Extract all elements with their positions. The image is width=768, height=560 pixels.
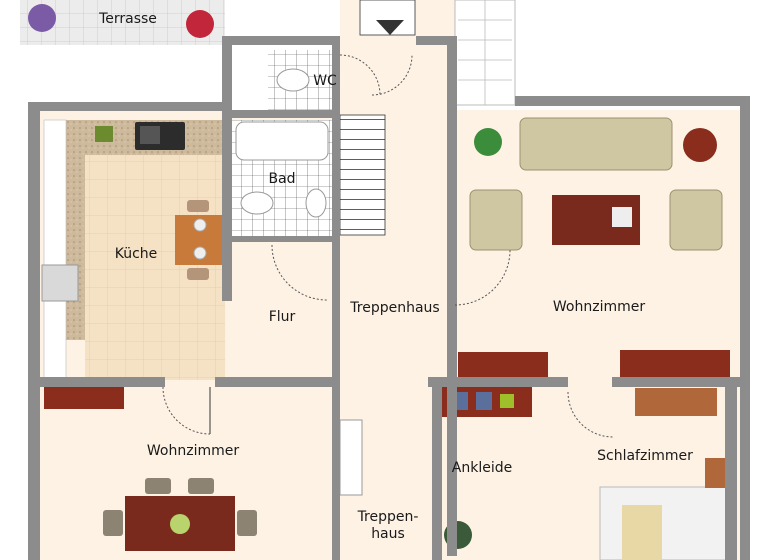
shelf [458,352,548,380]
room-label-schlafzimmer: Schlafzimmer [597,448,693,464]
door-swing [162,386,211,435]
dining-chair [237,510,257,536]
room-label-wohnzimmer-right: Wohnzimmer [553,299,645,315]
fruit-bowl [95,126,113,142]
tv-cabinet [620,350,730,380]
bathtub [235,121,329,161]
walls [28,36,750,560]
plate [193,218,207,232]
door-swing [567,391,614,438]
side-table [683,128,717,162]
stair-arrow-icon [376,20,404,35]
kitchen-chair [187,200,209,212]
kitchen-counter-left [65,120,85,340]
wc-sink [276,68,310,92]
box [500,394,514,408]
room-label-treppenhaus: Treppenhaus [349,300,439,316]
inner-staircase [339,114,386,236]
sideboard [44,387,124,409]
room-label-terrasse: Terrasse [98,11,157,27]
blanket [622,505,662,560]
room-label-treppenhaus-lower-2: haus [371,526,405,542]
fruit-bowl [170,514,190,534]
dining-chair [145,478,171,494]
room-label-wohnzimmer-left: Wohnzimmer [147,443,239,459]
box [476,392,492,410]
kitchen-chair [187,268,209,280]
room-label-wc: WC [313,73,337,89]
flower-pot-icon [28,4,56,32]
stove [41,264,79,302]
dresser [635,388,717,416]
sink-basin [140,126,160,144]
room-label-treppenhaus-lower-1: Treppen- [357,509,419,525]
kitchen-floor [85,155,225,380]
dining-chair [103,510,123,536]
kitchen-cabinets [43,119,67,381]
bed [599,486,731,560]
cabinet [339,419,363,496]
sofa [519,117,673,171]
plate [193,246,207,260]
sink [240,191,274,215]
room-label-flur: Flur [269,309,296,325]
room-label-bad: Bad [268,171,295,187]
outer-stair-lines [458,0,512,105]
armchair [669,189,723,251]
room-label-kueche: Küche [115,246,158,262]
dining-chair [188,478,214,494]
magazine [612,207,632,227]
room-label-ankleide: Ankleide [452,460,512,476]
flower-pot-icon [186,10,214,38]
armchair [469,189,523,251]
plant-icon [474,128,502,156]
toilet [305,188,327,218]
